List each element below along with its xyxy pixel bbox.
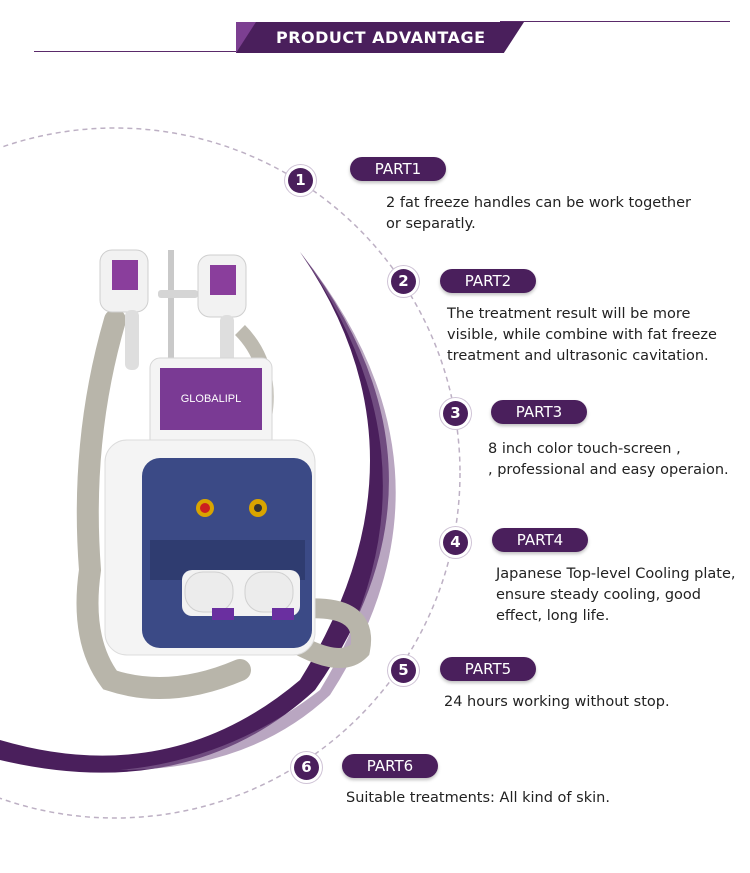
cryolipolysis-device-image: GLOBALIPL	[76, 249, 372, 699]
part2-number-badge: 2	[391, 269, 416, 294]
part6-description: Suitable treatments: All kind of skin.	[346, 790, 610, 806]
part4-description: Japanese Top-level Cooling plate,ensure …	[496, 566, 736, 624]
part2-label: PART2	[440, 269, 536, 293]
part4-label: PART4	[492, 528, 588, 552]
screen-brand-text: GLOBALIPL	[181, 393, 242, 405]
part1-number-badge: 1	[288, 168, 313, 193]
section-title-banner: PRODUCT ADVANTAGE	[236, 22, 524, 53]
part1-description: 2 fat freeze handles can be work togethe…	[386, 195, 691, 232]
header-rule-left	[34, 51, 264, 52]
header-rule-right	[500, 21, 730, 22]
part6-number-badge: 6	[294, 755, 319, 780]
part3-description: 8 inch color touch-screen ,, professiona…	[488, 441, 729, 478]
part5-description: 24 hours working without stop.	[444, 694, 670, 710]
part4-number-badge: 4	[443, 530, 468, 555]
part6-label: PART6	[342, 754, 438, 778]
part3-label: PART3	[491, 400, 587, 424]
part3-number-badge: 3	[443, 401, 468, 426]
part5-label: PART5	[440, 657, 536, 681]
part5-number-badge: 5	[391, 658, 416, 683]
dashed-guide-arc	[0, 127, 461, 819]
part1-label: PART1	[350, 157, 446, 181]
